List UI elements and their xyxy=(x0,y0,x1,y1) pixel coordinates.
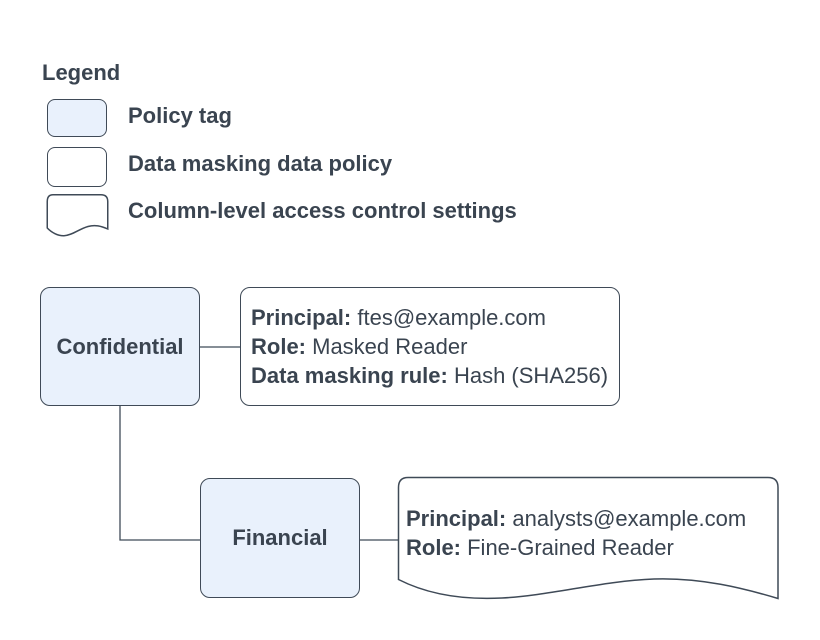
column-access-settings-shape xyxy=(397,476,779,600)
connector-confidential-financial xyxy=(119,406,200,541)
role-value: Masked Reader xyxy=(306,334,468,359)
legend-item-policy-tag: Policy tag xyxy=(128,103,232,128)
principal-value: analysts@example.com xyxy=(506,506,747,531)
principal-value: ftes@example.com xyxy=(351,305,546,330)
data-policy-swatch xyxy=(47,147,107,187)
principal-key: Principal: xyxy=(406,506,507,531)
rule-value: Hash (SHA256) xyxy=(447,363,609,388)
column-access-settings-card: Principal: analysts@example.com Role: Fi… xyxy=(398,477,780,589)
principal-key: Principal: xyxy=(251,305,352,330)
policy-rule-line: Data masking rule: Hash (SHA256) xyxy=(251,361,619,390)
policy-tag-label: Financial xyxy=(232,525,328,550)
policy-role-line: Role: Masked Reader xyxy=(251,332,619,361)
role-value: Fine-Grained Reader xyxy=(461,535,674,560)
policy-tag-confidential: Confidential xyxy=(40,287,200,406)
masked-reader-policy-card: Principal: ftes@example.com Role: Masked… xyxy=(240,287,620,406)
policy-principal-line: Principal: ftes@example.com xyxy=(251,303,619,332)
column-settings-swatch xyxy=(46,194,109,237)
legend-item-data-policy: Data masking data policy xyxy=(128,151,393,176)
rule-key: Data masking rule: xyxy=(251,363,448,388)
policy-tag-financial: Financial xyxy=(200,478,360,598)
legend-title: Legend xyxy=(42,60,121,85)
policy-tag-label: Confidential xyxy=(56,333,184,359)
role-key: Role: xyxy=(251,334,306,359)
policy-tag-swatch xyxy=(47,99,107,137)
role-key: Role: xyxy=(406,535,461,560)
settings-role-line: Role: Fine-Grained Reader xyxy=(406,533,780,562)
settings-principal-line: Principal: analysts@example.com xyxy=(406,504,780,533)
legend-item-column-settings: Column-level access control settings xyxy=(128,198,517,223)
